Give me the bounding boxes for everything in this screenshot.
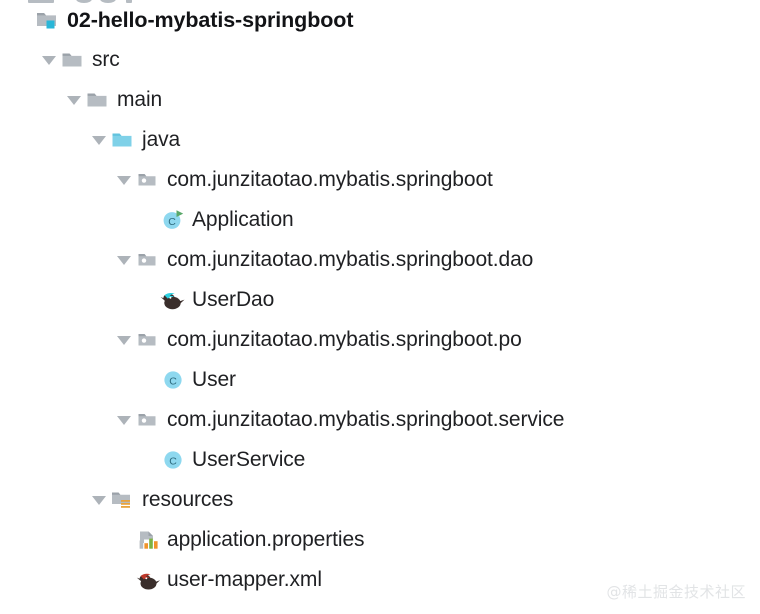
tree-arrow-placeholder — [138, 369, 160, 391]
svg-text:C: C — [169, 455, 177, 467]
tree-row-label: UserDao — [192, 288, 275, 311]
chevron-down-icon[interactable] — [113, 249, 135, 271]
package-icon — [135, 247, 161, 273]
tree-row-class-userservice[interactable]: C UserService — [0, 440, 760, 480]
module-folder-icon — [35, 7, 61, 33]
tree-arrow-placeholder — [138, 289, 160, 311]
tree-row-class-application[interactable]: C Application — [0, 200, 760, 240]
indent-spacer — [0, 260, 113, 261]
tree-row-java[interactable]: java — [0, 120, 760, 160]
package-icon — [135, 327, 161, 353]
class-icon: C — [160, 447, 186, 473]
tree-row-module-root[interactable]: 02-hello-mybatis-springboot — [0, 0, 760, 40]
indent-spacer — [0, 500, 88, 501]
tree-row-label: UserService — [192, 448, 306, 471]
tree-arrow-placeholder — [13, 9, 35, 31]
tree-row-pkg-po[interactable]: com.junzitaotao.mybatis.springboot.po — [0, 320, 760, 360]
tree-row-src[interactable]: src — [0, 40, 760, 80]
class-icon: C — [160, 367, 186, 393]
chevron-down-icon[interactable] — [113, 329, 135, 351]
folder-icon — [60, 47, 86, 73]
tree-row-label: com.junzitaotao.mybatis.springboot.dao — [167, 248, 534, 271]
mybatis-mapper-xml-icon — [135, 567, 161, 593]
chevron-down-icon[interactable] — [38, 49, 60, 71]
indent-spacer — [0, 460, 138, 461]
tree-row-class-user[interactable]: C User — [0, 360, 760, 400]
tree-row-label: src — [92, 48, 120, 71]
tree-row-label: User — [192, 368, 236, 391]
tree-arrow-placeholder — [113, 569, 135, 591]
indent-spacer — [0, 340, 113, 341]
indent-spacer — [0, 300, 138, 301]
project-tree[interactable]: 02-hello-mybatis-springboot src main java co… — [0, 0, 760, 600]
tree-arrow-placeholder — [138, 209, 160, 231]
source-root-folder-icon — [110, 127, 136, 153]
chevron-down-icon[interactable] — [88, 489, 110, 511]
properties-file-icon — [135, 527, 161, 553]
mybatis-mapper-interface-icon — [160, 287, 186, 313]
tree-row-label: com.junzitaotao.mybatis.springboot — [167, 168, 493, 191]
resource-root-folder-icon — [110, 487, 136, 513]
indent-spacer — [0, 20, 13, 21]
tree-row-file-application-properties[interactable]: application.properties — [0, 520, 760, 560]
chevron-down-icon[interactable] — [63, 89, 85, 111]
tree-row-label: 02-hello-mybatis-springboot — [67, 7, 354, 32]
indent-spacer — [0, 180, 113, 181]
folder-icon — [85, 87, 111, 113]
tree-row-label: resources — [142, 488, 234, 511]
indent-spacer — [0, 220, 138, 221]
tree-row-label: com.junzitaotao.mybatis.springboot.servi… — [167, 408, 565, 431]
chevron-down-icon[interactable] — [88, 129, 110, 151]
chevron-down-icon[interactable] — [113, 169, 135, 191]
tree-row-pkg-service[interactable]: com.junzitaotao.mybatis.springboot.servi… — [0, 400, 760, 440]
tree-row-pkg-springboot[interactable]: com.junzitaotao.mybatis.springboot — [0, 160, 760, 200]
watermark: @稀土掘金技术社区 — [606, 583, 746, 601]
indent-spacer — [0, 540, 113, 541]
package-icon — [135, 167, 161, 193]
tree-row-file-userdao[interactable]: UserDao — [0, 280, 760, 320]
tree-row-main[interactable]: main — [0, 80, 760, 120]
tree-row-label: com.junzitaotao.mybatis.springboot.po — [167, 328, 522, 351]
svg-text:C: C — [169, 375, 177, 387]
indent-spacer — [0, 580, 113, 581]
tree-row-file-user-mapper-xml[interactable]: user-mapper.xml — [0, 560, 760, 600]
tree-arrow-placeholder — [113, 529, 135, 551]
chevron-down-icon[interactable] — [113, 409, 135, 431]
tree-row-label: Application — [192, 208, 294, 231]
tree-row-label: main — [117, 88, 163, 111]
tree-row-pkg-dao[interactable]: com.junzitaotao.mybatis.springboot.dao — [0, 240, 760, 280]
indent-spacer — [0, 100, 63, 101]
indent-spacer — [0, 60, 38, 61]
tree-arrow-placeholder — [138, 449, 160, 471]
runnable-class-icon: C — [160, 207, 186, 233]
indent-spacer — [0, 420, 113, 421]
indent-spacer — [0, 380, 138, 381]
svg-text:C: C — [168, 216, 176, 228]
tree-row-label: application.properties — [167, 528, 365, 551]
clipped-row-sliver — [0, 0, 760, 4]
tree-row-label: java — [142, 128, 181, 151]
indent-spacer — [0, 140, 88, 141]
tree-row-resources[interactable]: resources — [0, 480, 760, 520]
package-icon — [135, 407, 161, 433]
tree-row-label: user-mapper.xml — [167, 568, 322, 591]
